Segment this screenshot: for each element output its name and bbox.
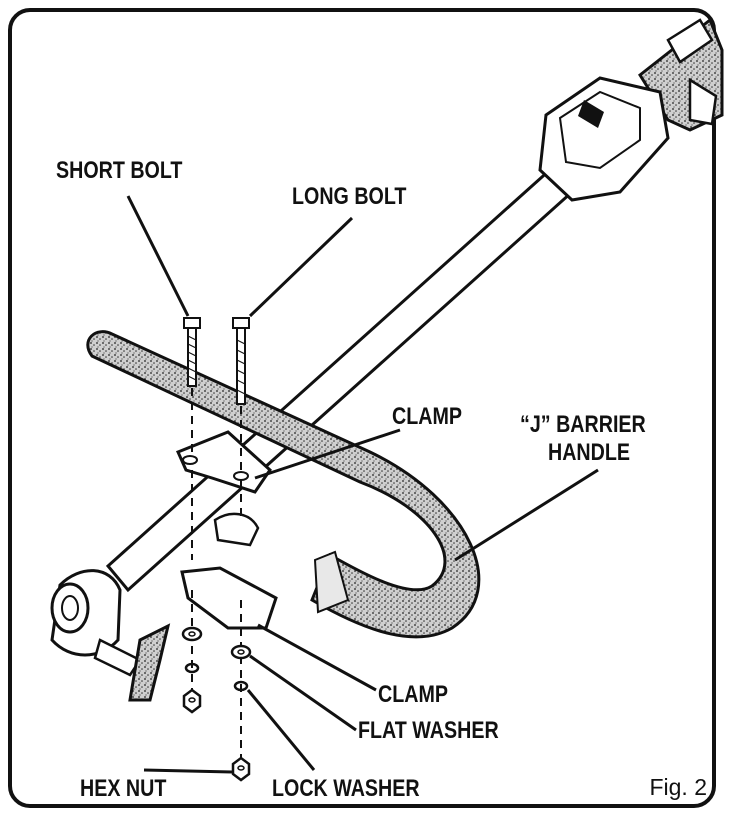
leader-j-handle (454, 468, 599, 562)
lock-washer-left (184, 662, 200, 674)
upper-clamp (175, 430, 272, 494)
flat-washer-label: FLAT WASHER (358, 717, 499, 744)
figure-border (8, 8, 716, 808)
leader-hex-nut (143, 768, 233, 774)
hex-nut-label: HEX NUT (80, 775, 167, 802)
flat-washer-left (181, 626, 203, 642)
j-barrier-handle (86, 330, 481, 639)
short-bolt-label: SHORT BOLT (56, 157, 183, 184)
leader-clamp-upper (254, 428, 401, 480)
lock-washer-right (233, 680, 249, 692)
j-barrier-handle-label-line2: HANDLE (548, 439, 630, 466)
lower-coupler (50, 569, 171, 702)
leader-lines (126, 195, 599, 774)
long-bolt-fasteners (230, 644, 252, 782)
upper-grip (538, 17, 724, 202)
clamp-lower-label: CLAMP (378, 681, 448, 708)
figure-caption: Fig. 2 (649, 774, 707, 800)
hex-nut-right (231, 756, 251, 782)
long-bolt (232, 317, 250, 405)
leader-lock-washer (246, 689, 316, 771)
flat-washer-right (230, 644, 252, 660)
short-bolt (183, 317, 201, 387)
clamp-upper-label: CLAMP (392, 403, 462, 430)
lock-washer-label: LOCK WASHER (272, 775, 420, 802)
j-barrier-handle-label-line1: “J” BARRIER (520, 411, 646, 438)
short-bolt-fasteners (181, 626, 203, 714)
hex-nut-left (182, 688, 202, 714)
leader-clamp-lower (257, 623, 377, 692)
leader-short-bolt (126, 195, 190, 317)
lower-clamp (180, 512, 278, 630)
leader-long-bolt (248, 216, 354, 318)
leader-flat-washer (249, 654, 357, 732)
long-bolt-label: LONG BOLT (292, 183, 407, 210)
